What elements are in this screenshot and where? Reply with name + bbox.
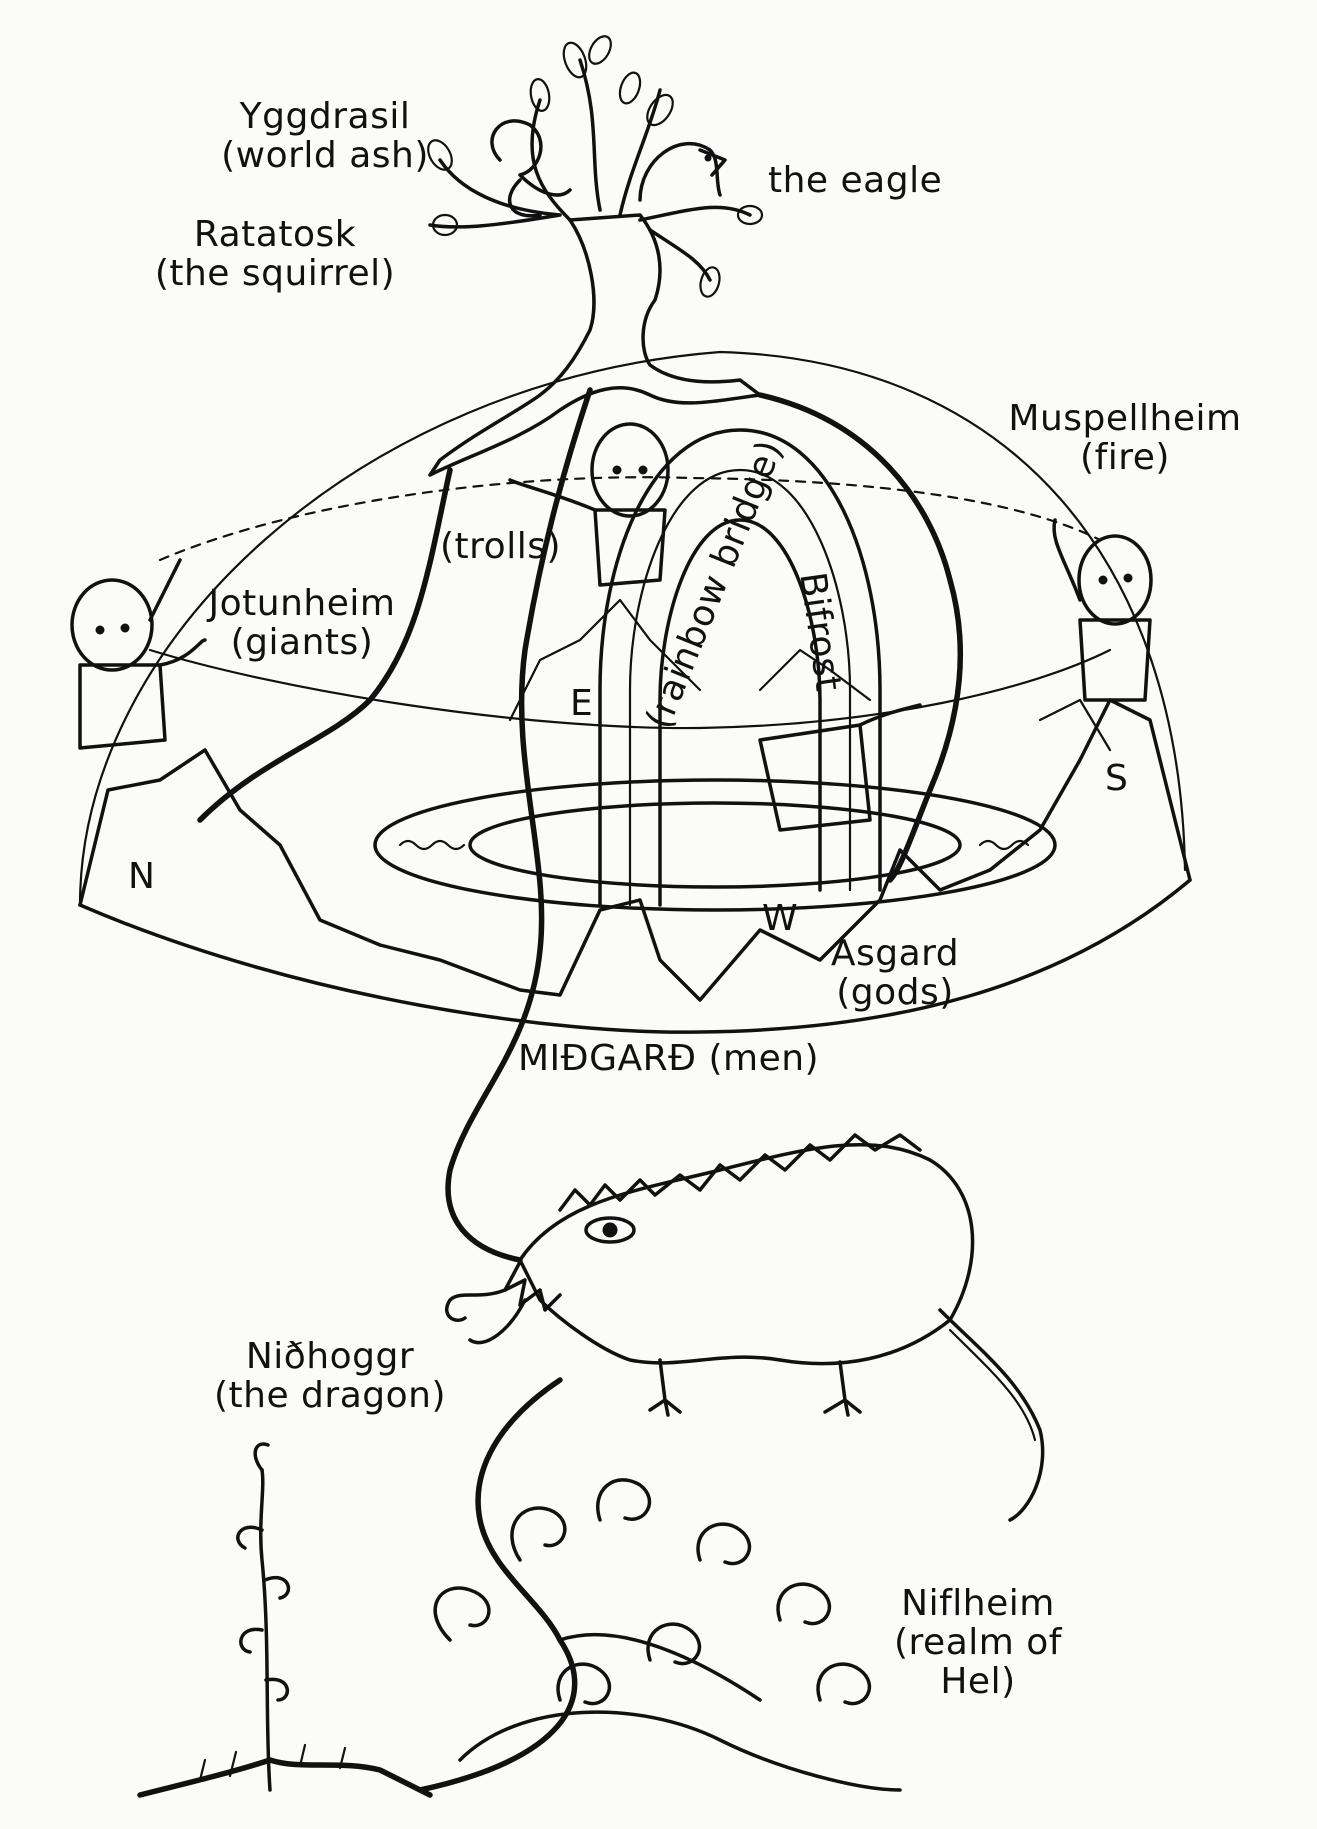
label-yggdrasil: Yggdrasil (world ash) [221, 96, 429, 176]
root-lower-right [558, 1632, 762, 1702]
disc-rim [148, 648, 1112, 730]
label-midgard: MIĐGARĐ (men) [518, 1038, 820, 1079]
bifrost-arch-inner [658, 518, 822, 907]
giant-figure-right [1052, 518, 1153, 702]
root-to-niflheim [445, 387, 593, 1263]
midgard-sea-inner [468, 801, 962, 889]
label-south: S [1105, 758, 1129, 799]
squirrel-figure [490, 119, 572, 218]
root-to-jotunheim [197, 467, 453, 823]
disc-bottom-rim [78, 878, 1192, 1034]
eagle-figure [638, 142, 727, 202]
bifrost-arch-mid [628, 468, 852, 907]
giant-figure-left [70, 558, 207, 750]
niflheim-swirls [433, 1478, 902, 1792]
mountains [78, 698, 1192, 1002]
label-north: N [128, 856, 156, 897]
label-niflheim: Niflheim (realm of Hel) [894, 1583, 1062, 1702]
label-nidhoggr: Niðhoggr (the dragon) [213, 1336, 447, 1416]
label-eagle: the eagle [768, 160, 943, 201]
label-muspellheim: Muspellheim (fire) [1008, 398, 1242, 478]
sea-waves [398, 839, 1030, 851]
sapling-plant [137, 1442, 433, 1798]
leaf-icons [427, 35, 764, 298]
label-west: W [762, 898, 799, 939]
label-east: E [570, 683, 594, 724]
label-asgard: Asgard (gods) [830, 933, 960, 1013]
root-to-muspellheim [757, 392, 964, 883]
dragon-figure [444, 1133, 1045, 1522]
dashed-horizon [158, 476, 1102, 562]
troll-figure-middle [508, 422, 670, 587]
god-figure-asgard [758, 703, 922, 832]
label-ratatosk: Ratatosk (the squirrel) [154, 214, 396, 294]
midgard-sea-outer [373, 778, 1057, 912]
label-jotunheim: Jotunheim (giants) [208, 583, 396, 663]
root-lower [417, 1377, 578, 1793]
label-trolls: (trolls) [440, 526, 561, 567]
yggdrasil-branches [428, 58, 752, 282]
